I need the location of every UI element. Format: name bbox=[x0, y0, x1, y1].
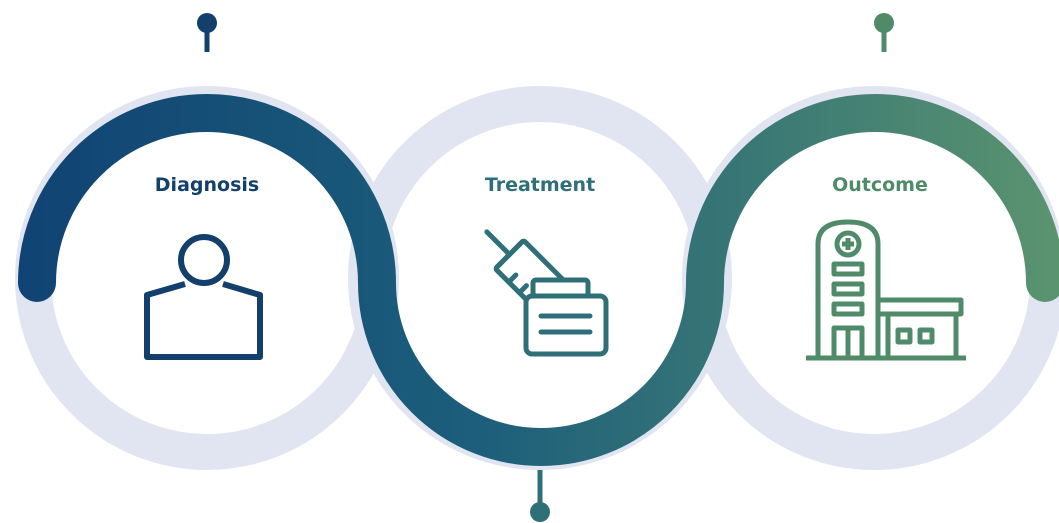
syringe-vial-icon bbox=[484, 229, 609, 357]
pin-marker-treatment bbox=[530, 470, 550, 522]
process-wave bbox=[18, 94, 1059, 466]
stage-label-outcome: Outcome bbox=[832, 174, 928, 196]
stage-label-treatment: Treatment bbox=[485, 174, 595, 196]
pin-marker-diagnosis bbox=[197, 13, 217, 52]
hospital-icon bbox=[806, 219, 966, 361]
pin-marker-outcome bbox=[874, 13, 894, 52]
stage-label-diagnosis: Diagnosis bbox=[155, 174, 259, 196]
person-icon bbox=[144, 234, 263, 360]
